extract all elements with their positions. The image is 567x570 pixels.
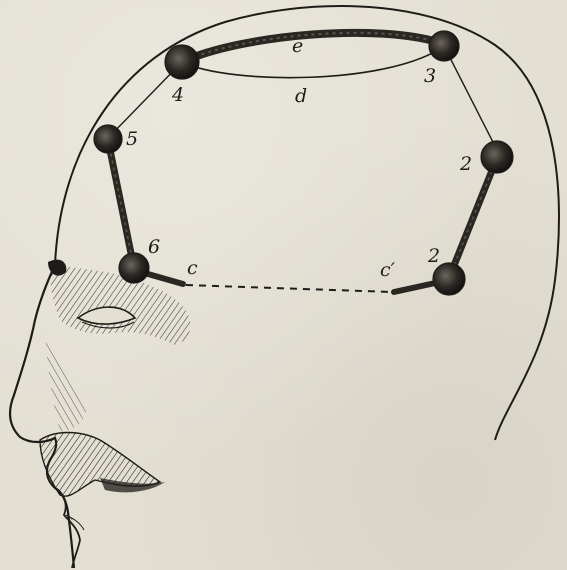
chin	[55, 488, 80, 568]
electrode-5	[94, 125, 122, 153]
electrode-2-upper	[481, 141, 513, 173]
label-d: d	[295, 85, 307, 107]
label-5: 5	[126, 128, 138, 150]
electrode-3	[429, 31, 459, 61]
label-e: e	[292, 35, 303, 57]
electrode-4	[165, 45, 199, 79]
head-outline	[55, 6, 559, 440]
label-2-lower: 2	[427, 245, 440, 267]
electrode-2-lower	[433, 263, 465, 295]
label-2-upper: 2	[459, 153, 472, 175]
label-6: 6	[148, 236, 160, 258]
label-3: 3	[424, 65, 436, 87]
nose-shading	[45, 330, 86, 432]
label-c: c	[187, 257, 198, 279]
electrode-6	[119, 253, 149, 283]
wire-e	[182, 33, 444, 62]
label-c-prime: c′	[380, 259, 396, 281]
label-4: 4	[171, 84, 184, 106]
line-3-2	[444, 46, 497, 150]
dashed-line-c-c-prime	[186, 285, 392, 292]
